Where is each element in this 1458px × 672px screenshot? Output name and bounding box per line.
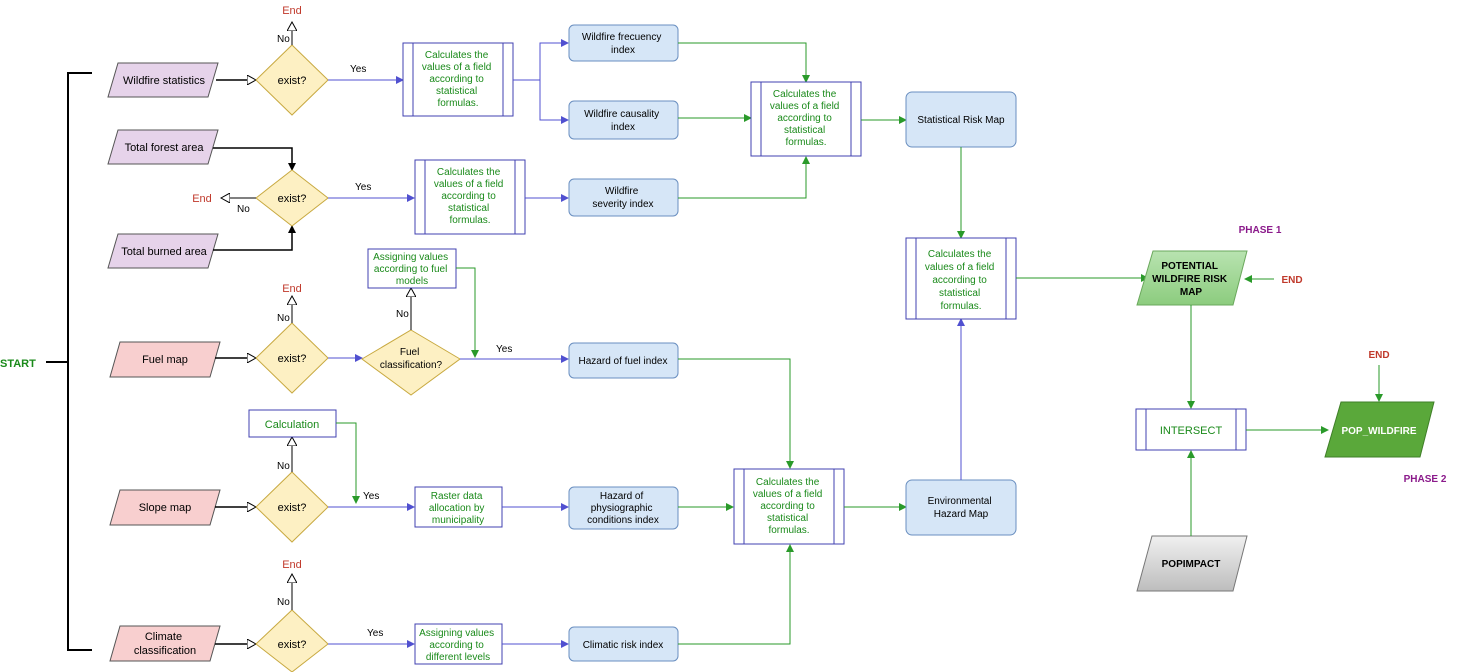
- svg-text:Total burned area: Total burned area: [121, 246, 207, 258]
- svg-text:No: No: [237, 204, 250, 215]
- end-1: End: [282, 5, 302, 17]
- process-assign-levels: Assigning values according to different …: [414, 623, 503, 665]
- svg-text:Assigning values accordi: Assigning values according to different …: [419, 628, 497, 663]
- process-calculation: Calculation: [248, 409, 337, 438]
- svg-text:POPIMPACT: POPIMPACT: [1162, 559, 1221, 570]
- process-calc-2: Calculates the values of a field accordi…: [750, 81, 862, 157]
- svg-text:Yes: Yes: [355, 182, 371, 193]
- map-environmental-hazard: Environmental Hazard Map: [905, 479, 1017, 536]
- svg-text:Yes: Yes: [350, 64, 366, 75]
- end-3: End: [282, 283, 302, 295]
- phase2-label: PHASE 2: [1404, 474, 1447, 485]
- input-total-burned-area: Total burned area: [107, 233, 219, 269]
- edge-forest-exist: [213, 147, 296, 171]
- input-total-forest-area: Total forest area: [107, 129, 219, 165]
- svg-text:Calculation: Calculation: [265, 419, 319, 431]
- edge-calc1-caus: [539, 80, 569, 124]
- process-calc-4: Calculates the values of a field accordi…: [733, 468, 845, 545]
- decision-exist-1: exist?: [255, 44, 329, 116]
- process-calc-3: Calculates the values of a field accordi…: [414, 159, 526, 235]
- map-statistical-risk: Statistical Risk Map: [905, 91, 1017, 148]
- process-calc-1: Calculates the values of a field accordi…: [402, 42, 514, 117]
- process-assign-fuel-models: Assigning values according to fuel model…: [367, 248, 457, 289]
- svg-text:exist?: exist?: [278, 639, 307, 651]
- svg-text:Assigning values accordi: Assigning values according to fuel model…: [373, 252, 451, 287]
- svg-text:exist?: exist?: [278, 75, 307, 87]
- svg-text:No: No: [277, 313, 290, 324]
- input-climate-classification: Climate classification: [109, 625, 221, 662]
- index-wildfire-severity: Wildfire severity index: [568, 178, 679, 217]
- svg-text:Total forest area: Total forest area: [125, 142, 205, 154]
- index-wildfire-causality: Wildfire causality index: [568, 100, 679, 140]
- input-slope-map: Slope map: [109, 489, 221, 526]
- phase1-label: PHASE 1: [1239, 225, 1282, 236]
- svg-text:exist?: exist?: [278, 353, 307, 365]
- svg-text:Yes: Yes: [363, 491, 379, 502]
- svg-text:Yes: Yes: [496, 344, 512, 355]
- input-wildfire-statistics: Wildfire statistics: [107, 62, 219, 98]
- svg-text:Yes: Yes: [367, 628, 383, 639]
- index-fuel-hazard: Hazard of fuel index: [568, 342, 679, 379]
- process-intersect: INTERSECT: [1135, 408, 1247, 451]
- start-label: START: [0, 358, 36, 370]
- svg-text:Raster data allocation b: Raster data allocation by municipality: [429, 491, 487, 526]
- svg-text:POTENTIAL WILDFIRE RISK: POTENTIAL WILDFIRE RISK MAP: [1152, 261, 1230, 298]
- edge-assign-fuelhazard: [456, 267, 479, 358]
- decision-exist-5: exist?: [255, 609, 329, 672]
- svg-text:Statistical Risk Map: Statistical Risk Map: [917, 115, 1005, 126]
- process-raster-allocation: Raster data allocation by municipality: [414, 486, 503, 528]
- edge-calculation-raster: [336, 422, 360, 504]
- svg-text:Climatic risk index: Climatic risk index: [583, 640, 664, 651]
- svg-text:Calculates the values of: Calculates the values of a field accordi…: [925, 249, 997, 312]
- index-climatic-risk: Climatic risk index: [568, 626, 679, 662]
- svg-text:exist?: exist?: [278, 193, 307, 205]
- end-2: End: [192, 193, 212, 205]
- svg-text:Hazard of physiographic: Hazard of physiographic conditions index: [587, 491, 659, 526]
- input-fuel-map: Fuel map: [109, 341, 221, 378]
- start-bracket: [46, 72, 92, 651]
- output-pop-wildfire: POP_WILDFIRE: [1324, 401, 1435, 458]
- index-wildfire-frequency: Wildfire frecuency index: [568, 24, 679, 62]
- svg-text:Calculates the values of: Calculates the values of a field accordi…: [753, 477, 825, 536]
- svg-text:Hazard of fuel index: Hazard of fuel index: [579, 356, 668, 367]
- decision-exist-2: exist?: [255, 169, 329, 227]
- svg-text:No: No: [396, 309, 409, 320]
- edge-burned-exist: [213, 225, 296, 251]
- svg-text:Calculates the values of: Calculates the values of a field accordi…: [422, 50, 494, 109]
- svg-text:No: No: [277, 461, 290, 472]
- svg-text:Slope map: Slope map: [139, 502, 192, 514]
- svg-text:Calculates the values of: Calculates the values of a field accordi…: [770, 89, 842, 148]
- svg-text:Wildfire causality index: Wildfire causality index: [584, 109, 662, 133]
- edge-climatic-calc4: [678, 544, 794, 645]
- svg-text:Calculates the values of: Calculates the values of a field accordi…: [434, 167, 506, 226]
- svg-text:POP_WILDFIRE: POP_WILDFIRE: [1341, 426, 1416, 437]
- svg-text:No: No: [277, 597, 290, 608]
- decision-exist-4: exist?: [255, 471, 329, 543]
- end-caps-1: END: [1281, 275, 1302, 286]
- edge-fuelhazard-calc4: [678, 358, 794, 469]
- output-potential-wildfire-risk-map: POTENTIAL WILDFIRE RISK MAP: [1136, 250, 1248, 306]
- edge-severity-calc2: [678, 156, 810, 199]
- svg-text:Wildfire severity index: Wildfire severity index: [592, 186, 653, 210]
- edge-freq-calc2: [678, 42, 810, 83]
- end-5: End: [282, 559, 302, 571]
- svg-text:No: No: [277, 34, 290, 45]
- svg-text:Fuel classification?: Fuel classification?: [380, 347, 443, 371]
- edge-calc1-freq: [513, 39, 569, 81]
- decision-exist-3: exist?: [255, 322, 329, 394]
- svg-text:Wildfire frecuency index: Wildfire frecuency index: [582, 32, 664, 56]
- input-popimpact: POPIMPACT: [1136, 535, 1248, 592]
- svg-text:Fuel map: Fuel map: [142, 354, 188, 366]
- end-caps-2: END: [1368, 350, 1389, 361]
- svg-text:INTERSECT: INTERSECT: [1160, 425, 1223, 437]
- process-calc-5: Calculates the values of a field accordi…: [905, 237, 1017, 320]
- svg-text:exist?: exist?: [278, 502, 307, 514]
- svg-text:Climate classification: Climate classification: [134, 631, 196, 657]
- svg-text:Environmental Hazard Map: Environmental Hazard Map: [928, 496, 995, 520]
- decision-fuel-classification: Fuel classification?: [361, 329, 461, 396]
- svg-text:Wildfire statistics: Wildfire statistics: [123, 75, 205, 87]
- index-physiographic: Hazard of physiographic conditions index: [568, 486, 679, 530]
